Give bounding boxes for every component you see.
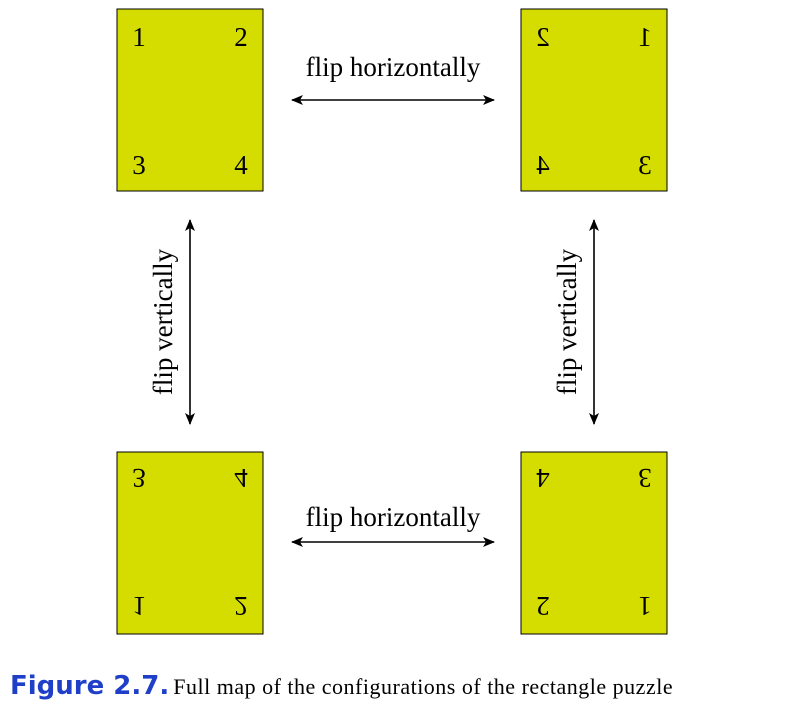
card-top-right-number-tl: 2 xyxy=(536,22,550,52)
arrow-top: flip horizontally xyxy=(291,52,495,105)
card-bottom-right-number-tl: 4 xyxy=(536,463,550,493)
card-bottom-right-number-br: 1 xyxy=(638,591,652,621)
card-top-right: 2 1 4 3 xyxy=(520,8,668,192)
card-top-left-number-br: 4 xyxy=(234,150,248,180)
card-bottom-right-rect xyxy=(520,451,668,635)
card-bottom-right-number-bl: 2 xyxy=(536,591,550,621)
card-bottom-left-number-br: 2 xyxy=(234,591,248,621)
arrow-bottom-label: flip horizontally xyxy=(306,502,481,532)
arrow-top-label: flip horizontally xyxy=(306,52,481,82)
card-bottom-left: 3 4 1 2 xyxy=(116,451,264,635)
arrow-left: flip vertically xyxy=(148,219,195,425)
arrow-right: flip vertically xyxy=(552,219,599,425)
card-bottom-right-number-tr: 3 xyxy=(638,463,652,493)
card-bottom-left-rect xyxy=(116,451,264,635)
arrow-right-label: flip vertically xyxy=(552,248,582,395)
card-bottom-left-number-tr: 4 xyxy=(234,463,248,493)
figure-caption-text: Full map of the configurations of the re… xyxy=(173,674,674,699)
card-top-right-rect xyxy=(520,8,668,192)
card-top-right-number-tr: 1 xyxy=(638,22,652,52)
arrow-bottom: flip horizontally xyxy=(291,502,495,547)
card-top-left-number-tl: 1 xyxy=(132,22,146,52)
card-top-left-rect xyxy=(116,8,264,192)
flip-configuration-diagram: 1 2 3 4 2 1 4 3 3 4 1 2 xyxy=(116,8,668,635)
card-top-right-number-br: 3 xyxy=(638,150,652,180)
card-top-left-number-bl: 3 xyxy=(132,150,146,180)
card-top-right-number-bl: 4 xyxy=(536,150,550,180)
figure-caption: Figure 2.7. Full map of the configuratio… xyxy=(10,668,790,708)
card-top-left: 1 2 3 4 xyxy=(116,8,264,192)
figure-caption-label: Figure 2.7. xyxy=(10,671,170,701)
card-bottom-left-number-tl: 3 xyxy=(132,463,146,493)
arrow-left-label: flip vertically xyxy=(148,248,178,395)
card-bottom-left-number-bl: 1 xyxy=(132,591,146,621)
card-bottom-right: 4 3 2 1 xyxy=(520,451,668,635)
card-top-left-number-tr: 2 xyxy=(234,22,248,52)
